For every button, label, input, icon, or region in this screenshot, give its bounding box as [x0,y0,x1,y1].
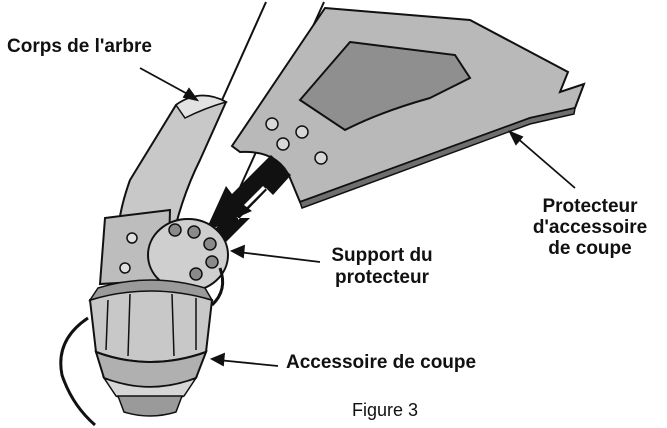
label-cutting-attachment: Accessoire de coupe [286,352,477,373]
guard-window [298,40,472,132]
guard-shield [230,6,586,209]
guard-mounting-holes [265,117,328,165]
trimmer-line [59,316,96,427]
label-support-line1: Support du [331,245,433,266]
direction-arrow [205,155,283,232]
label-cutting-attachment-guard: Protecteur d'accessoire de coupe [515,196,665,259]
label-guard-line2: d'accessoire [532,217,648,238]
cutting-head [59,267,225,427]
arrow-down-left-icon [212,163,291,244]
label-guard-line3: de coupe [548,238,632,259]
label-shaft-body: Corps de l'arbre [7,36,152,57]
callout-leaders [139,67,576,367]
guard-support-plate [147,218,229,292]
label-support-line2: protecteur [335,267,429,288]
label-guard-support: Support du protecteur [318,245,446,289]
label-guard-line1: Protecteur [542,196,638,217]
figure-caption: Figure 3 [352,400,419,420]
